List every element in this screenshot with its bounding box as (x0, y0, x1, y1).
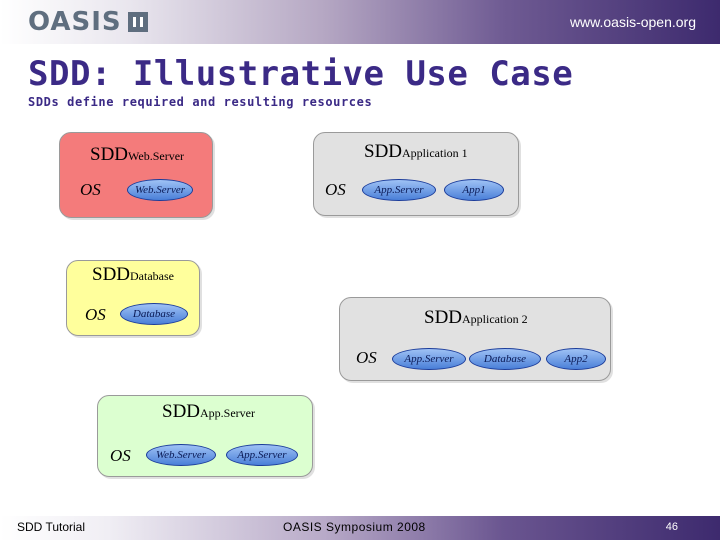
footer-title: SDD Tutorial (17, 520, 86, 534)
sdd-application2-box: SDDApplication 2 OS App.Server Database … (339, 297, 611, 381)
sdd-subscript: Web.Server (128, 149, 185, 163)
oasis-logo: OASIS (28, 6, 148, 38)
os-label: OS (356, 348, 377, 367)
logo-text: OASIS (28, 7, 122, 37)
sdd-webserver-label: SDDWeb.Server (90, 144, 184, 166)
header-band: OASIS www.oasis-open.org (0, 0, 720, 44)
sdd-prefix: SDD (92, 264, 131, 285)
sdd-subscript: App.Server (200, 406, 255, 420)
webserver-pill: Web.Server (127, 179, 193, 201)
sdd-prefix: SDD (364, 141, 403, 162)
database-pill: Database (120, 303, 188, 325)
sdd-subscript: Application 1 (402, 146, 468, 160)
footer-band: SDD Tutorial OASIS Symposium 2008 46 (0, 516, 720, 540)
webserver-pill: Web.Server (146, 444, 216, 466)
sdd-application2-label: SDDApplication 2 (424, 307, 528, 329)
oasis-mark-icon (127, 12, 148, 32)
sdd-application1-box: SDDApplication 1 OS App.Server App1 (313, 132, 519, 216)
sdd-appserver-label: SDDApp.Server (162, 401, 255, 423)
os-label: OS (85, 305, 106, 324)
footer-event: OASIS Symposium 2008 (283, 520, 426, 534)
appserver-pill: App.Server (392, 348, 466, 370)
sdd-prefix: SDD (424, 307, 463, 328)
sdd-appserver-box: SDDApp.Server OS Web.Server App.Server (97, 395, 313, 477)
sdd-prefix: SDD (90, 144, 129, 165)
slide-subtitle: SDDs define required and resulting resou… (28, 95, 373, 109)
sdd-subscript: Application 2 (462, 312, 528, 326)
appserver-pill: App.Server (226, 444, 298, 466)
app2-pill: App2 (546, 348, 606, 370)
database-pill: Database (469, 348, 541, 370)
os-label: OS (80, 180, 101, 199)
site-url: www.oasis-open.org (569, 14, 696, 30)
sdd-application1-label: SDDApplication 1 (364, 141, 468, 163)
os-label: OS (110, 446, 131, 465)
sdd-subscript: Database (130, 269, 174, 283)
sdd-database-box: SDDDatabase OS Database (66, 260, 200, 336)
appserver-pill: App.Server (362, 179, 436, 201)
os-label: OS (325, 180, 346, 199)
sdd-webserver-box: SDDWeb.Server OS Web.Server (59, 132, 213, 218)
sdd-database-label: SDDDatabase (92, 264, 174, 286)
sdd-prefix: SDD (162, 401, 201, 422)
slide-title: SDD: Illustrative Use Case (28, 54, 574, 94)
page-number: 46 (665, 521, 678, 533)
app1-pill: App1 (444, 179, 504, 201)
